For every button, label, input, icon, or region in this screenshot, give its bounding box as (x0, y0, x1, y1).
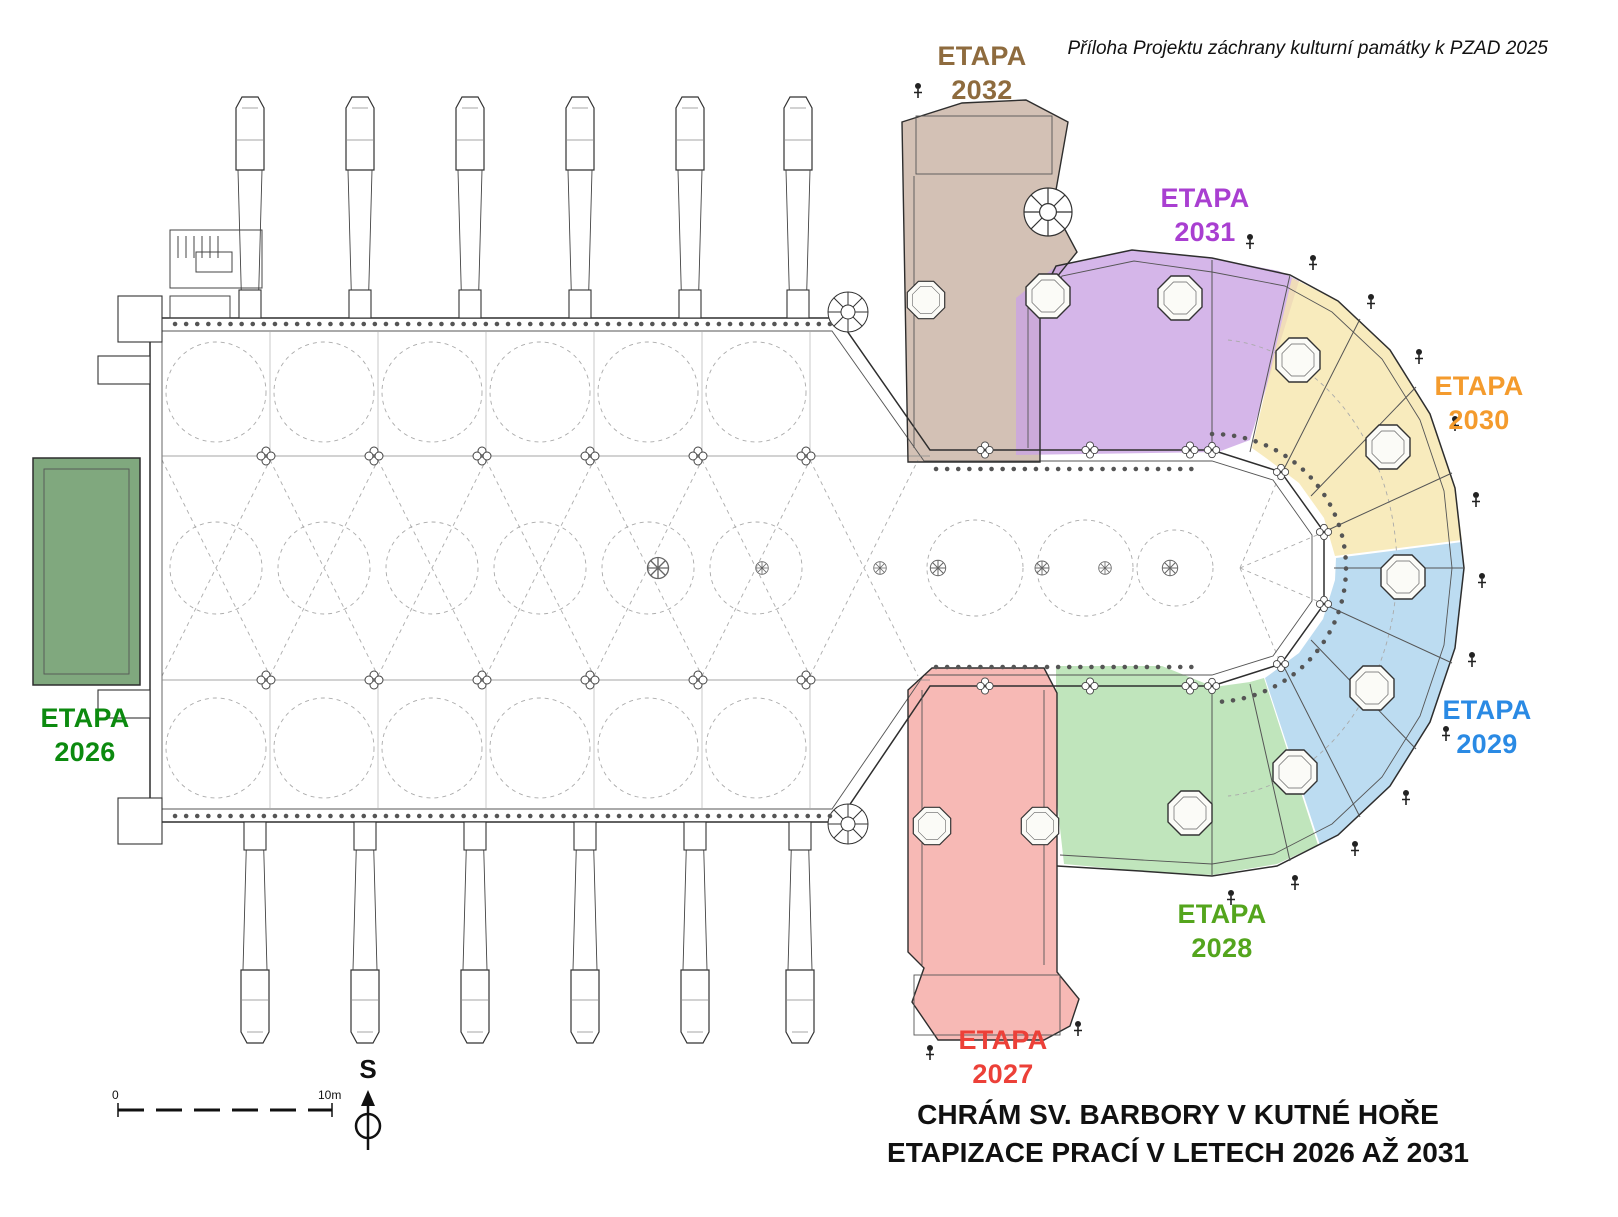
compass-label: S (359, 1054, 377, 1084)
dotted-friezes (172, 321, 1349, 819)
phase-label-2027: ETAPA 2027 (959, 1024, 1048, 1092)
sheet-title: CHRÁM SV. BARBORY V KUTNÉ HOŘE ETAPIZACE… (887, 1096, 1469, 1172)
phase-year: 2029 (1456, 728, 1518, 759)
phase-zone-2026 (33, 458, 140, 685)
phase-label-2031: ETAPA 2031 (1161, 182, 1250, 250)
phase-label-2026: ETAPA 2026 (41, 702, 130, 770)
phase-label-2030: ETAPA 2030 (1435, 370, 1524, 438)
sheet-annotation: Příloha Projektu záchrany kulturní památ… (1067, 38, 1548, 59)
vault-pattern (161, 339, 1398, 799)
scale-start-label: 0 (112, 1088, 119, 1102)
phase-label-2029: ETAPA 2029 (1443, 694, 1532, 762)
scale-bar (117, 1103, 333, 1117)
phase-word: ETAPA (1434, 371, 1524, 401)
phase-label-2032: ETAPA 2032 (938, 40, 1027, 108)
phase-year: 2031 (1174, 216, 1236, 247)
stair-room (169, 229, 263, 319)
phase-word: ETAPA (1160, 183, 1250, 213)
phase-year: 2026 (54, 736, 116, 767)
phase-year: 2027 (972, 1058, 1034, 1089)
phase-word: ETAPA (1442, 695, 1532, 725)
west-chapel-2026 (32, 457, 141, 686)
phase-year: 2030 (1448, 404, 1510, 435)
phase-year: 2028 (1191, 932, 1253, 963)
phase-zone-2031 (1016, 250, 1299, 455)
phase-word: ETAPA (937, 41, 1027, 71)
west-turrets (97, 295, 163, 845)
floor-plan-linework (32, 82, 1487, 1061)
chevet-outer-wall (1039, 249, 1465, 877)
phase-zone-2028 (1056, 666, 1318, 875)
buttresses (235, 96, 815, 1044)
axis-rosettes (646, 556, 1179, 580)
phase-word: ETAPA (958, 1025, 1048, 1055)
scale-end-label: 10m (318, 1088, 342, 1102)
phase-label-2028: ETAPA 2028 (1178, 898, 1267, 966)
phase-year: 2032 (951, 74, 1013, 105)
sheet-title-line2: ETAPIZACE PRACÍ V LETECH 2026 AŽ 2031 (887, 1136, 1469, 1168)
phase-word: ETAPA (40, 703, 130, 733)
sheet-title-line1: CHRÁM SV. BARBORY V KUTNÉ HOŘE (917, 1099, 1439, 1130)
north-arrow-icon (354, 1090, 382, 1150)
phase-zone-2027 (908, 668, 1079, 1040)
phase-word: ETAPA (1177, 899, 1267, 929)
